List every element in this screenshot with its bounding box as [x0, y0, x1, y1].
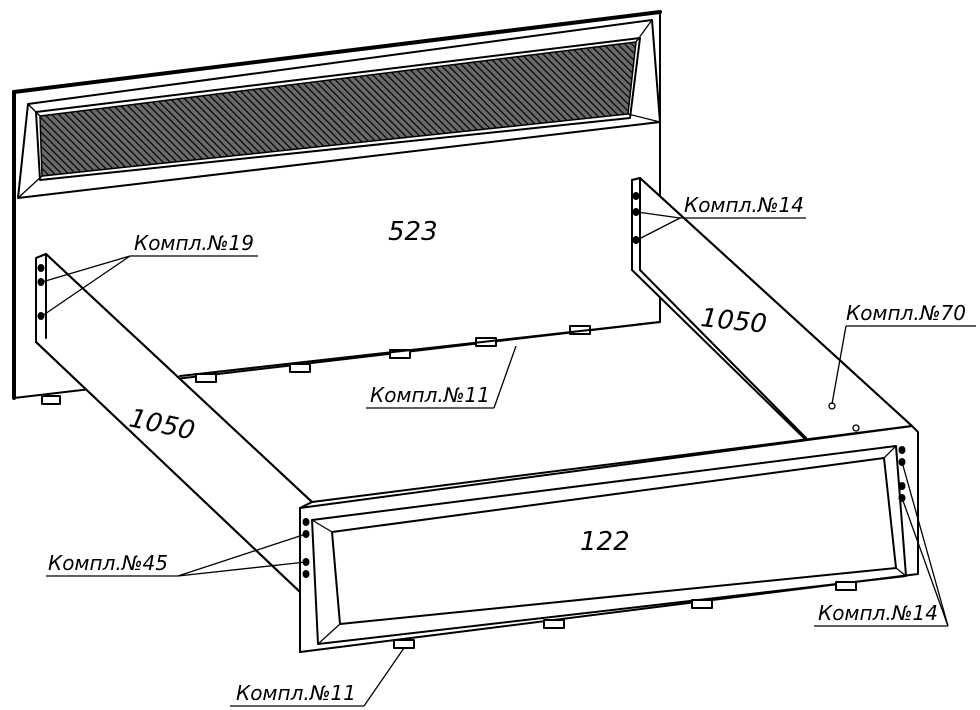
- headboard-panel: [12, 10, 662, 405]
- kit-11-center-label: Компл.№11: [370, 383, 490, 407]
- callout-kit-14-top: Компл.№14: [636, 193, 806, 241]
- kit-70-label: Компл.№70: [846, 301, 966, 325]
- kit-11-bottom-label: Компл.№11: [236, 681, 356, 705]
- callout-kit-11-bottom: Компл.№11: [230, 647, 405, 707]
- footboard-feet: [393, 581, 857, 649]
- headboard-number-label: 523: [388, 217, 438, 247]
- footboard-number-label: 122: [580, 527, 630, 557]
- right-rail-length-label: 1050: [699, 303, 768, 340]
- callout-kit-45: Компл.№45: [46, 533, 307, 577]
- kit-45-label: Компл.№45: [48, 551, 168, 575]
- callout-kit-70: Компл.№70: [831, 301, 976, 405]
- callout-kit-19: Компл.№19: [41, 231, 258, 317]
- kit-14-bottom-label: Компл.№14: [818, 601, 938, 625]
- callout-kit-14-bottom: Компл.№14: [814, 461, 949, 627]
- footboard-panel: [299, 425, 919, 653]
- kit-14-top-label: Компл.№14: [684, 193, 804, 217]
- kit-19-label: Компл.№19: [134, 231, 254, 255]
- left-rail-bolts: [37, 264, 45, 320]
- callout-kit-11-center: Компл.№11: [366, 345, 517, 409]
- slat-support-feet-back: [179, 321, 661, 383]
